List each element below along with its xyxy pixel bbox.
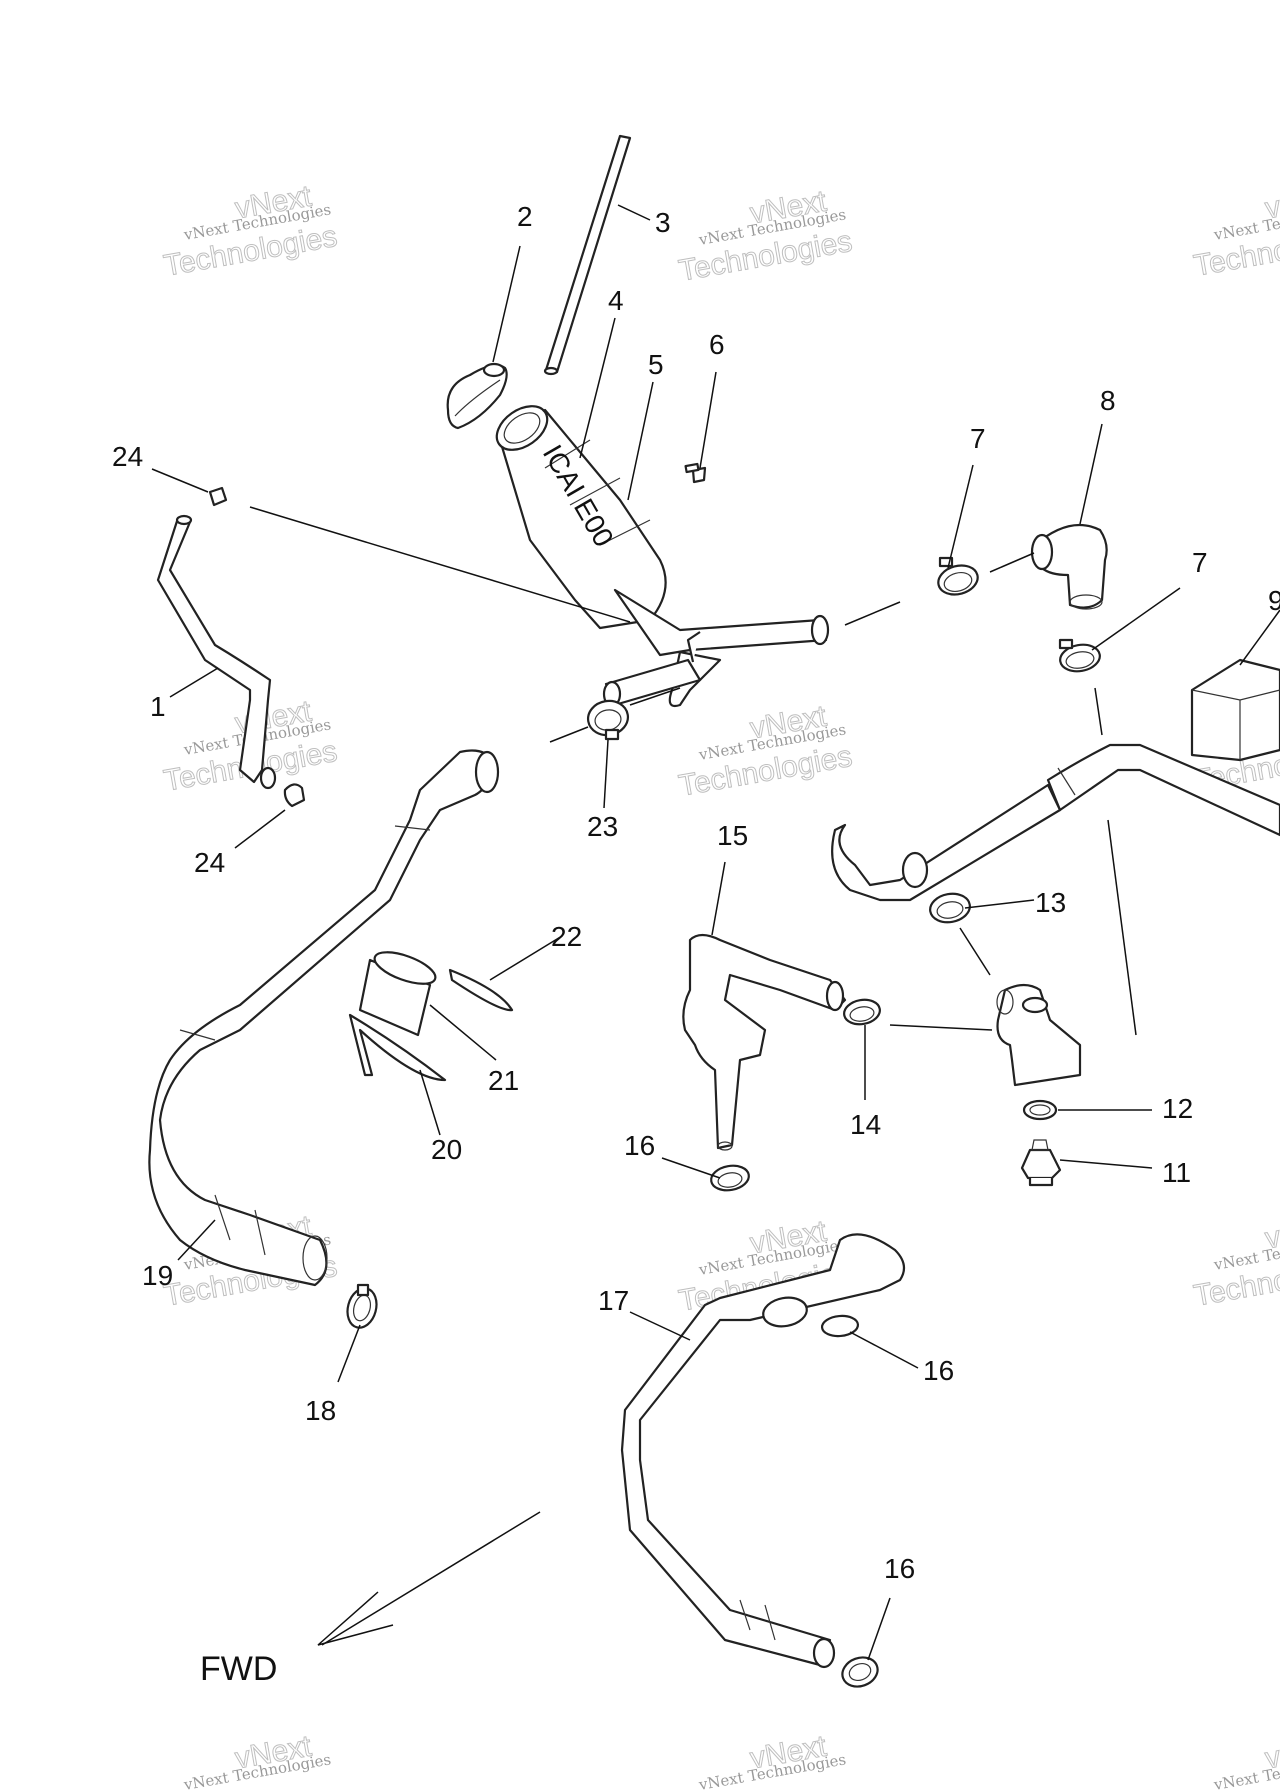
callout-11: 11 [1162, 1157, 1191, 1188]
callout-16-c: 16 [884, 1553, 915, 1584]
callout-18: 18 [305, 1395, 336, 1426]
callout-8: 8 [1100, 385, 1116, 416]
part-16-clamp-c [820, 1314, 860, 1338]
part-9-block [1190, 658, 1280, 762]
part-16-clamp-a [710, 1164, 750, 1192]
part-4-5-filler-neck: ICAI E00 [495, 405, 830, 708]
part-1-hose [156, 514, 277, 790]
callout-16-b: 16 [923, 1355, 954, 1386]
part-20-strap [348, 1013, 447, 1082]
part-23-clamp [586, 699, 630, 741]
part-7-clamp-upper [937, 556, 979, 596]
part-21-fitting [358, 951, 437, 1037]
callout-21: 21 [488, 1065, 519, 1096]
leader-lines [151, 204, 1280, 1661]
callout-12: 12 [1162, 1093, 1193, 1124]
callout-4: 4 [608, 285, 624, 316]
part-11-thermostat [1020, 1139, 1062, 1187]
callout-1: 1 [150, 691, 166, 722]
callout-7-right: 7 [1192, 547, 1208, 578]
callout-15: 15 [717, 820, 748, 851]
part-12-o-ring [1022, 1099, 1058, 1121]
part-24-cap-bottom [283, 783, 306, 808]
part-22-strap [448, 968, 514, 1012]
callout-6: 6 [709, 329, 725, 360]
part-13-clamp [929, 892, 971, 924]
callout-17: 17 [598, 1285, 629, 1316]
callout-2: 2 [517, 201, 533, 232]
callout-7-top: 7 [970, 423, 986, 454]
forward-arrow [317, 1511, 541, 1646]
part-14-clamp [843, 998, 881, 1026]
callout-13: 13 [1035, 887, 1066, 918]
part-16-clamp-d [841, 1656, 879, 1688]
callout-5: 5 [648, 349, 664, 380]
callout-9: 9 [1268, 585, 1280, 616]
part-2-radiator-cap [446, 362, 508, 430]
fwd-label: FWD [200, 1650, 277, 1688]
outlet-tube [602, 658, 702, 708]
callout-20: 20 [431, 1134, 462, 1165]
part-19-hose [148, 749, 500, 1287]
callout-14: 14 [850, 1109, 881, 1140]
middle-right-hose [831, 783, 1062, 902]
callout-23: 23 [587, 811, 618, 842]
callout-3: 3 [655, 207, 671, 238]
part-18-clamp [346, 1283, 378, 1329]
part-6-bolt [684, 462, 707, 484]
part-17-hose [620, 1233, 906, 1669]
thermostat-housing [996, 983, 1082, 1087]
part-3-vent-tube [543, 134, 632, 376]
part-24-cap-top [208, 486, 228, 507]
callout-24-top: 24 [112, 441, 143, 472]
callout-24-bottom: 24 [194, 847, 225, 878]
part-15-hose [682, 933, 847, 1151]
part-8-elbow [1030, 523, 1108, 610]
callout-16-a: 16 [624, 1130, 655, 1161]
part-16-clamp-b [762, 1296, 808, 1328]
callout-22: 22 [551, 921, 582, 952]
callout-labels: 2 3 4 5 6 7 8 7 9 24 1 24 23 15 13 22 21… [112, 201, 1280, 1584]
callout-19: 19 [142, 1260, 173, 1291]
part-7-clamp-right [1058, 638, 1101, 673]
right-upper-hose [1046, 743, 1280, 837]
